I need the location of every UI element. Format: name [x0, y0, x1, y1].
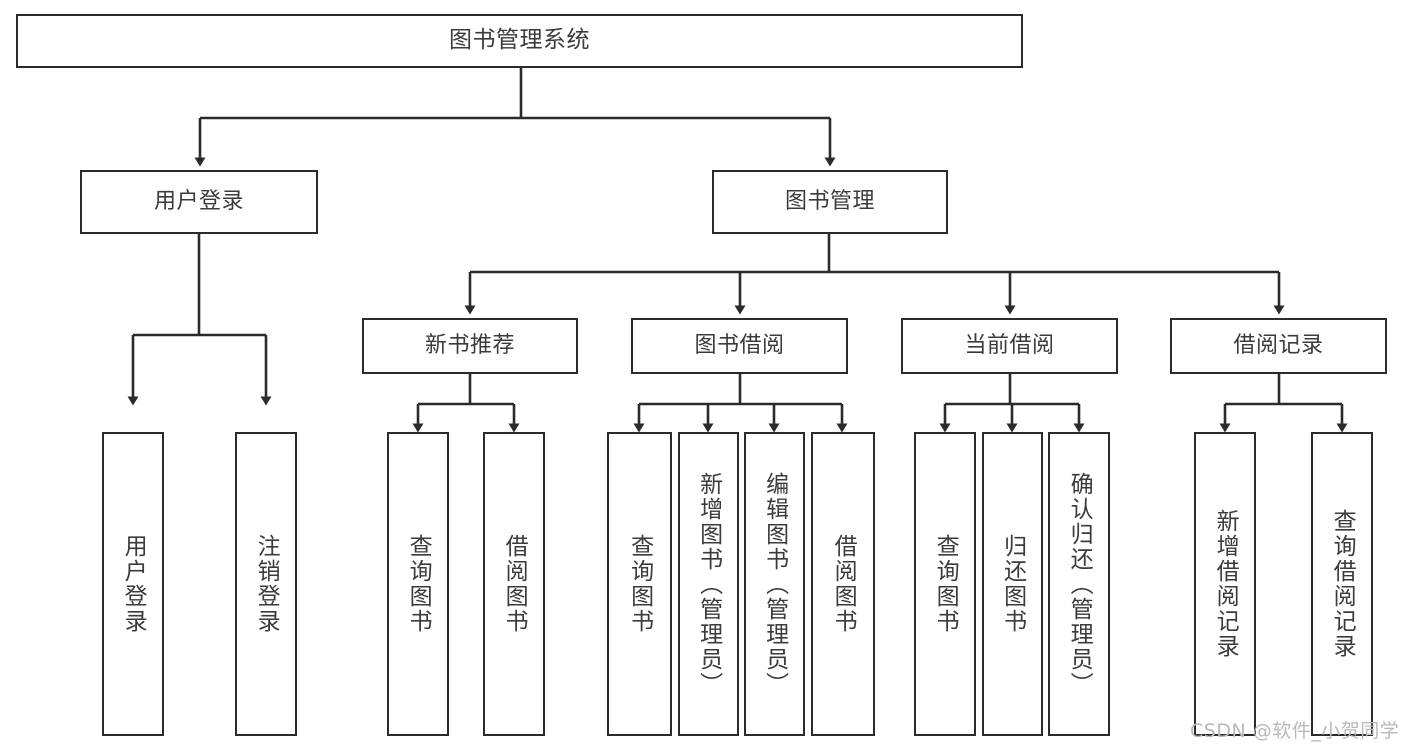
leaf-user-login-login[interactable]: 用户登录: [102, 432, 164, 736]
node-label: 新增借阅记录: [1212, 509, 1239, 659]
leaf-record-query-record[interactable]: 查询借阅记录: [1311, 432, 1373, 736]
node-label: 当前借阅: [964, 333, 1055, 359]
node-label: 新书推荐: [424, 333, 515, 359]
node-user-login[interactable]: 用户登录: [80, 170, 318, 234]
leaf-current-confirm-return-admin[interactable]: 确认归还（管理员）: [1048, 432, 1110, 736]
node-label: 查询图书: [626, 534, 653, 634]
leaf-borrow-borrow-book[interactable]: 借阅图书: [811, 432, 875, 736]
node-new-book-recommend[interactable]: 新书推荐: [362, 318, 578, 374]
node-label: 新增图书（管理员）: [695, 471, 722, 697]
leaf-borrow-edit-book-admin[interactable]: 编辑图书（管理员）: [744, 432, 805, 736]
leaf-user-login-logout[interactable]: 注销登录: [235, 432, 297, 736]
node-label: 注销登录: [253, 534, 280, 634]
node-book-management[interactable]: 图书管理: [712, 170, 948, 234]
node-current-borrow[interactable]: 当前借阅: [901, 318, 1118, 374]
csdn-watermark: CSDN @软件_小贺同学: [1190, 720, 1400, 742]
node-label: 用户登录: [153, 189, 244, 215]
node-label: 归还图书: [999, 534, 1026, 634]
node-label: 查询图书: [405, 534, 432, 634]
node-label: 查询借阅记录: [1329, 509, 1356, 659]
leaf-borrow-query-book[interactable]: 查询图书: [607, 432, 672, 736]
node-label: 图书管理系统: [449, 27, 590, 54]
node-label: 用户登录: [120, 534, 147, 634]
node-label: 图书管理: [784, 189, 875, 215]
leaf-current-query-book[interactable]: 查询图书: [914, 432, 976, 736]
leaf-borrow-add-book-admin[interactable]: 新增图书（管理员）: [678, 432, 739, 736]
leaf-record-add-record[interactable]: 新增借阅记录: [1194, 432, 1256, 736]
node-label: 图书借阅: [694, 333, 785, 359]
node-label: 确认归还（管理员）: [1066, 471, 1093, 697]
node-label: 借阅图书: [501, 534, 528, 634]
node-label: 借阅图书: [830, 534, 857, 634]
node-root-system[interactable]: 图书管理系统: [16, 14, 1023, 68]
node-label: 查询图书: [932, 534, 959, 634]
node-label: 编辑图书（管理员）: [761, 471, 788, 697]
node-book-borrow[interactable]: 图书借阅: [631, 318, 848, 374]
leaf-current-return-book[interactable]: 归还图书: [982, 432, 1043, 736]
leaf-new-book-borrow[interactable]: 借阅图书: [483, 432, 545, 736]
node-label: 借阅记录: [1233, 333, 1324, 359]
node-borrow-record[interactable]: 借阅记录: [1170, 318, 1387, 374]
leaf-new-book-query[interactable]: 查询图书: [387, 432, 449, 736]
